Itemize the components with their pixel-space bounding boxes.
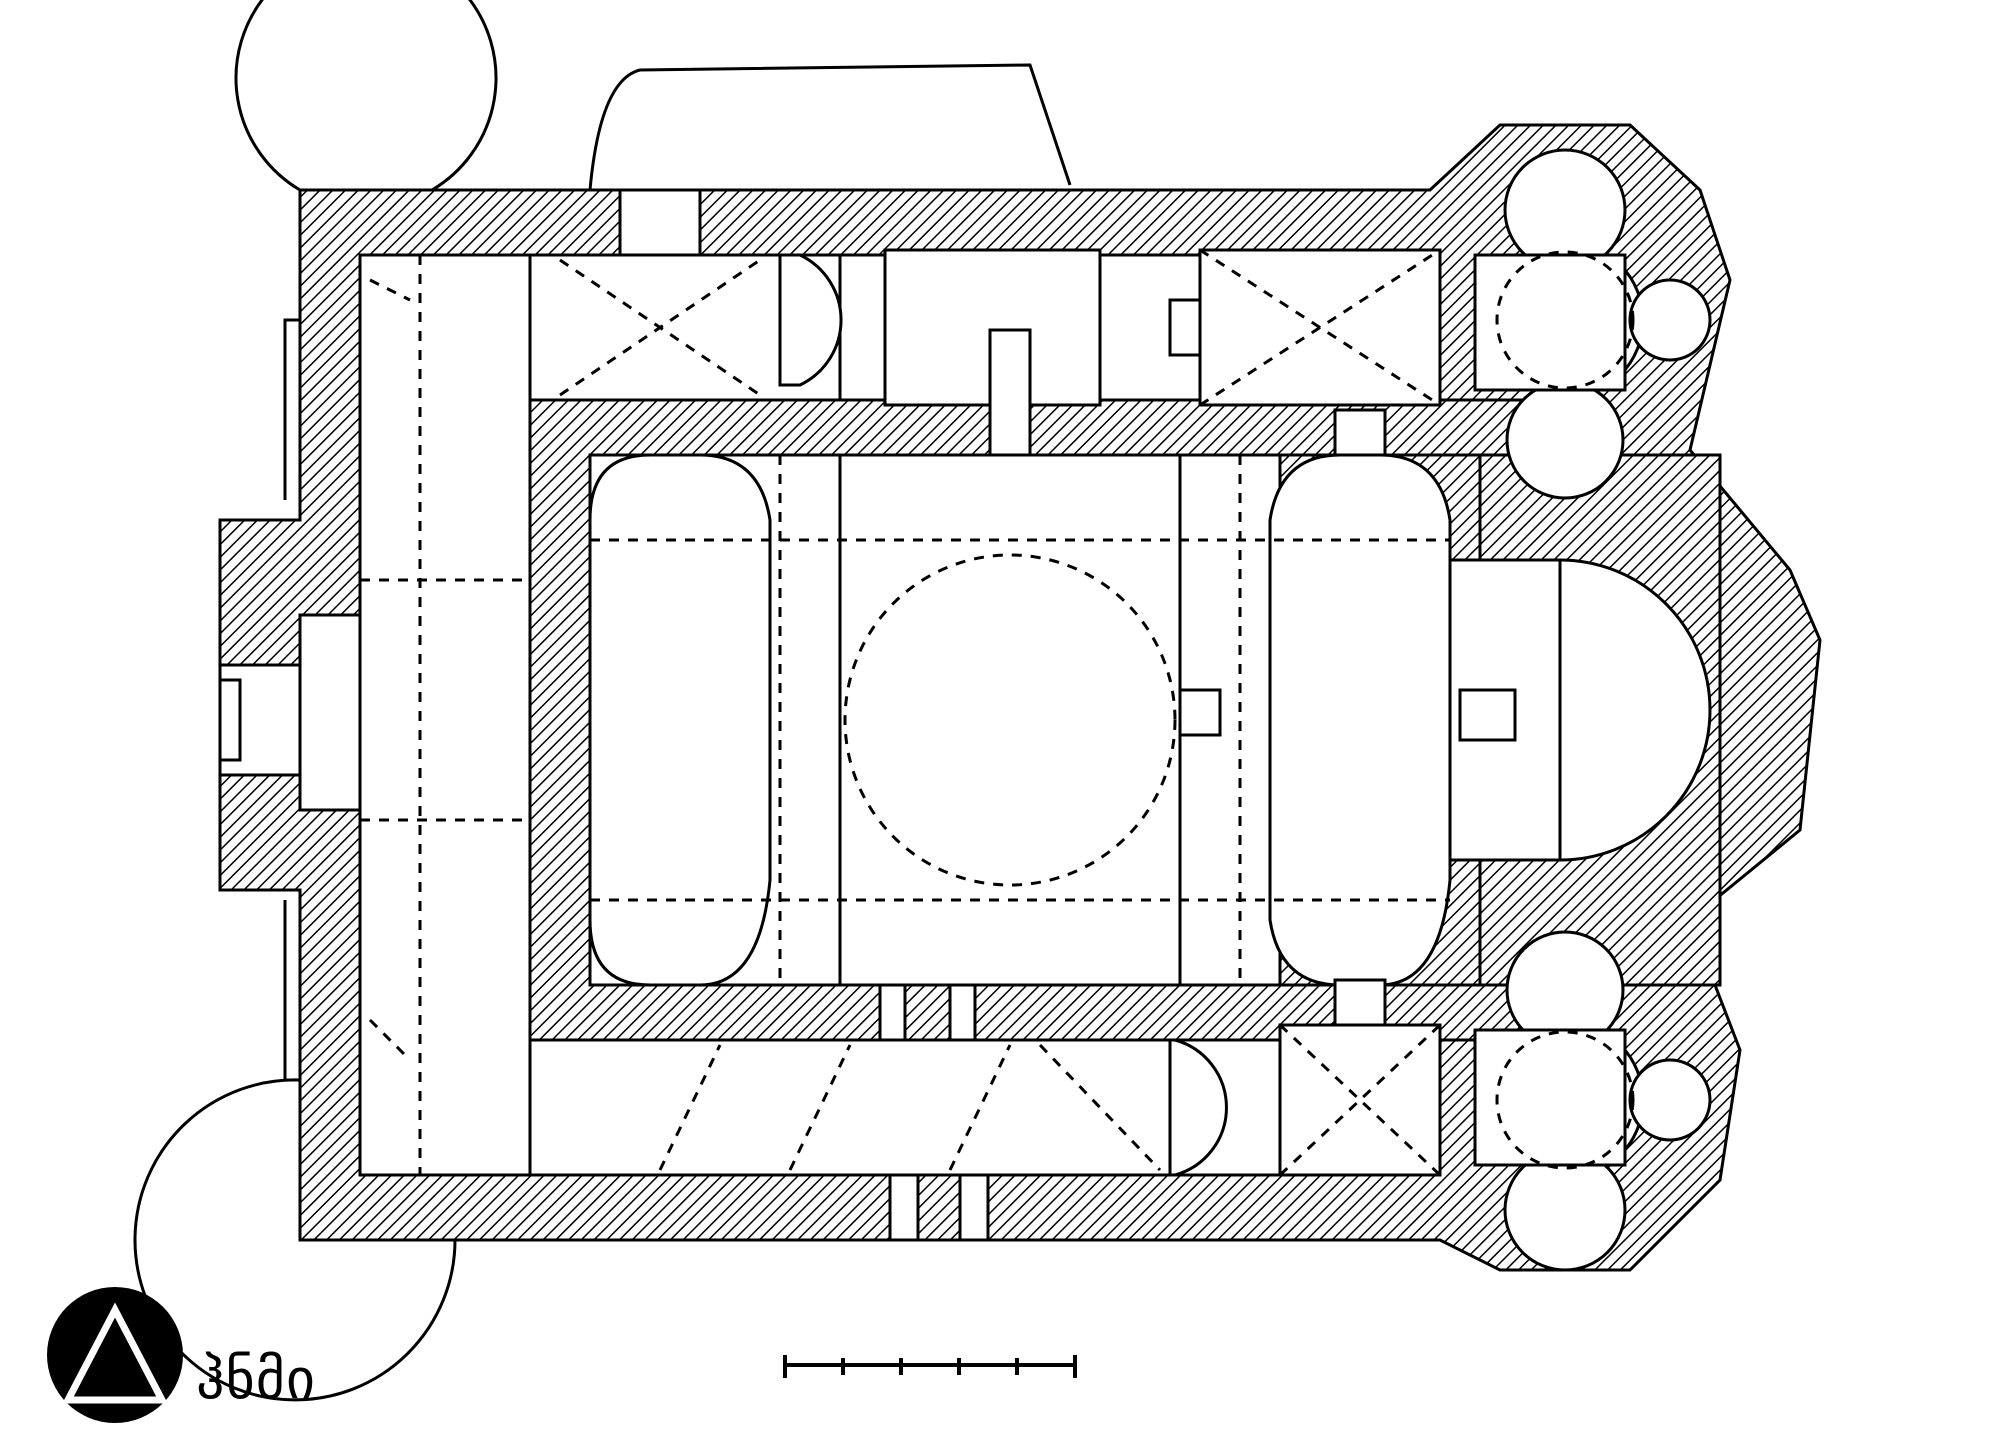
vault-projections [360, 248, 1635, 1177]
narthex-diag-2 [368, 1018, 412, 1062]
west-door-recess [298, 613, 362, 812]
openings [218, 188, 1517, 1242]
south-diaconicon-apse-e [1628, 1058, 1712, 1142]
naos-east-pier [1178, 688, 1222, 737]
interior-spaces [218, 148, 1712, 1272]
west-window [218, 678, 242, 762]
south-pastophory-square [1473, 1028, 1627, 1167]
logo-circle [47, 1287, 183, 1423]
central-dome-projection [843, 553, 1177, 887]
north-prothesis-apse-s [1505, 380, 1625, 500]
north-pastophory-square [1473, 253, 1627, 392]
narthex-diag-1 [369, 278, 411, 302]
west-cross-arm [588, 453, 772, 987]
gallery-s-diag-2 [788, 1044, 852, 1171]
south-gallery-apse [1168, 1038, 1228, 1177]
north-prothesis-apse-e [1628, 278, 1712, 362]
gallery-s-diag-3 [948, 1044, 1012, 1171]
logo-triangle-icon [62, 1302, 168, 1404]
south-diaconicon-apse-s [1503, 1148, 1627, 1272]
west-porch-outline [283, 318, 300, 1082]
north-passage-door [1333, 408, 1387, 457]
gallery-s-diag-4 [1038, 1043, 1162, 1172]
gallery-s-diag-1 [658, 1044, 722, 1171]
scale-bar [783, 1355, 1077, 1378]
north-east-door [1168, 298, 1202, 357]
north-prothesis-apse-n [1503, 148, 1627, 272]
north-pastophory-dome [1495, 250, 1635, 390]
north-west-tower-outline [234, 0, 498, 192]
watermark-logo [47, 1287, 183, 1423]
south-inner-door-b [948, 983, 977, 1042]
north-gallery-apse [778, 253, 843, 387]
narthex-west [358, 253, 532, 1177]
north-porch-outline [588, 63, 1072, 191]
east-cross-arm [1268, 453, 1452, 987]
south-east-chamber [1278, 1023, 1442, 1177]
south-door-b [958, 1173, 990, 1242]
central-naos [838, 453, 1182, 987]
watermark-text: ჰნმი [196, 1347, 316, 1412]
ne-chamber-cross-2 [1199, 248, 1441, 407]
south-inner-door-a [878, 983, 907, 1042]
south-pastophory-dome [1495, 1030, 1635, 1170]
altar [1458, 688, 1517, 742]
south-gallery [528, 1038, 1172, 1177]
gallery-n-cross-2 [559, 258, 761, 397]
south-door-a [888, 1173, 920, 1242]
south-passage-door [1333, 978, 1387, 1027]
north-door [618, 188, 702, 257]
north-inner-passage [988, 328, 1032, 457]
